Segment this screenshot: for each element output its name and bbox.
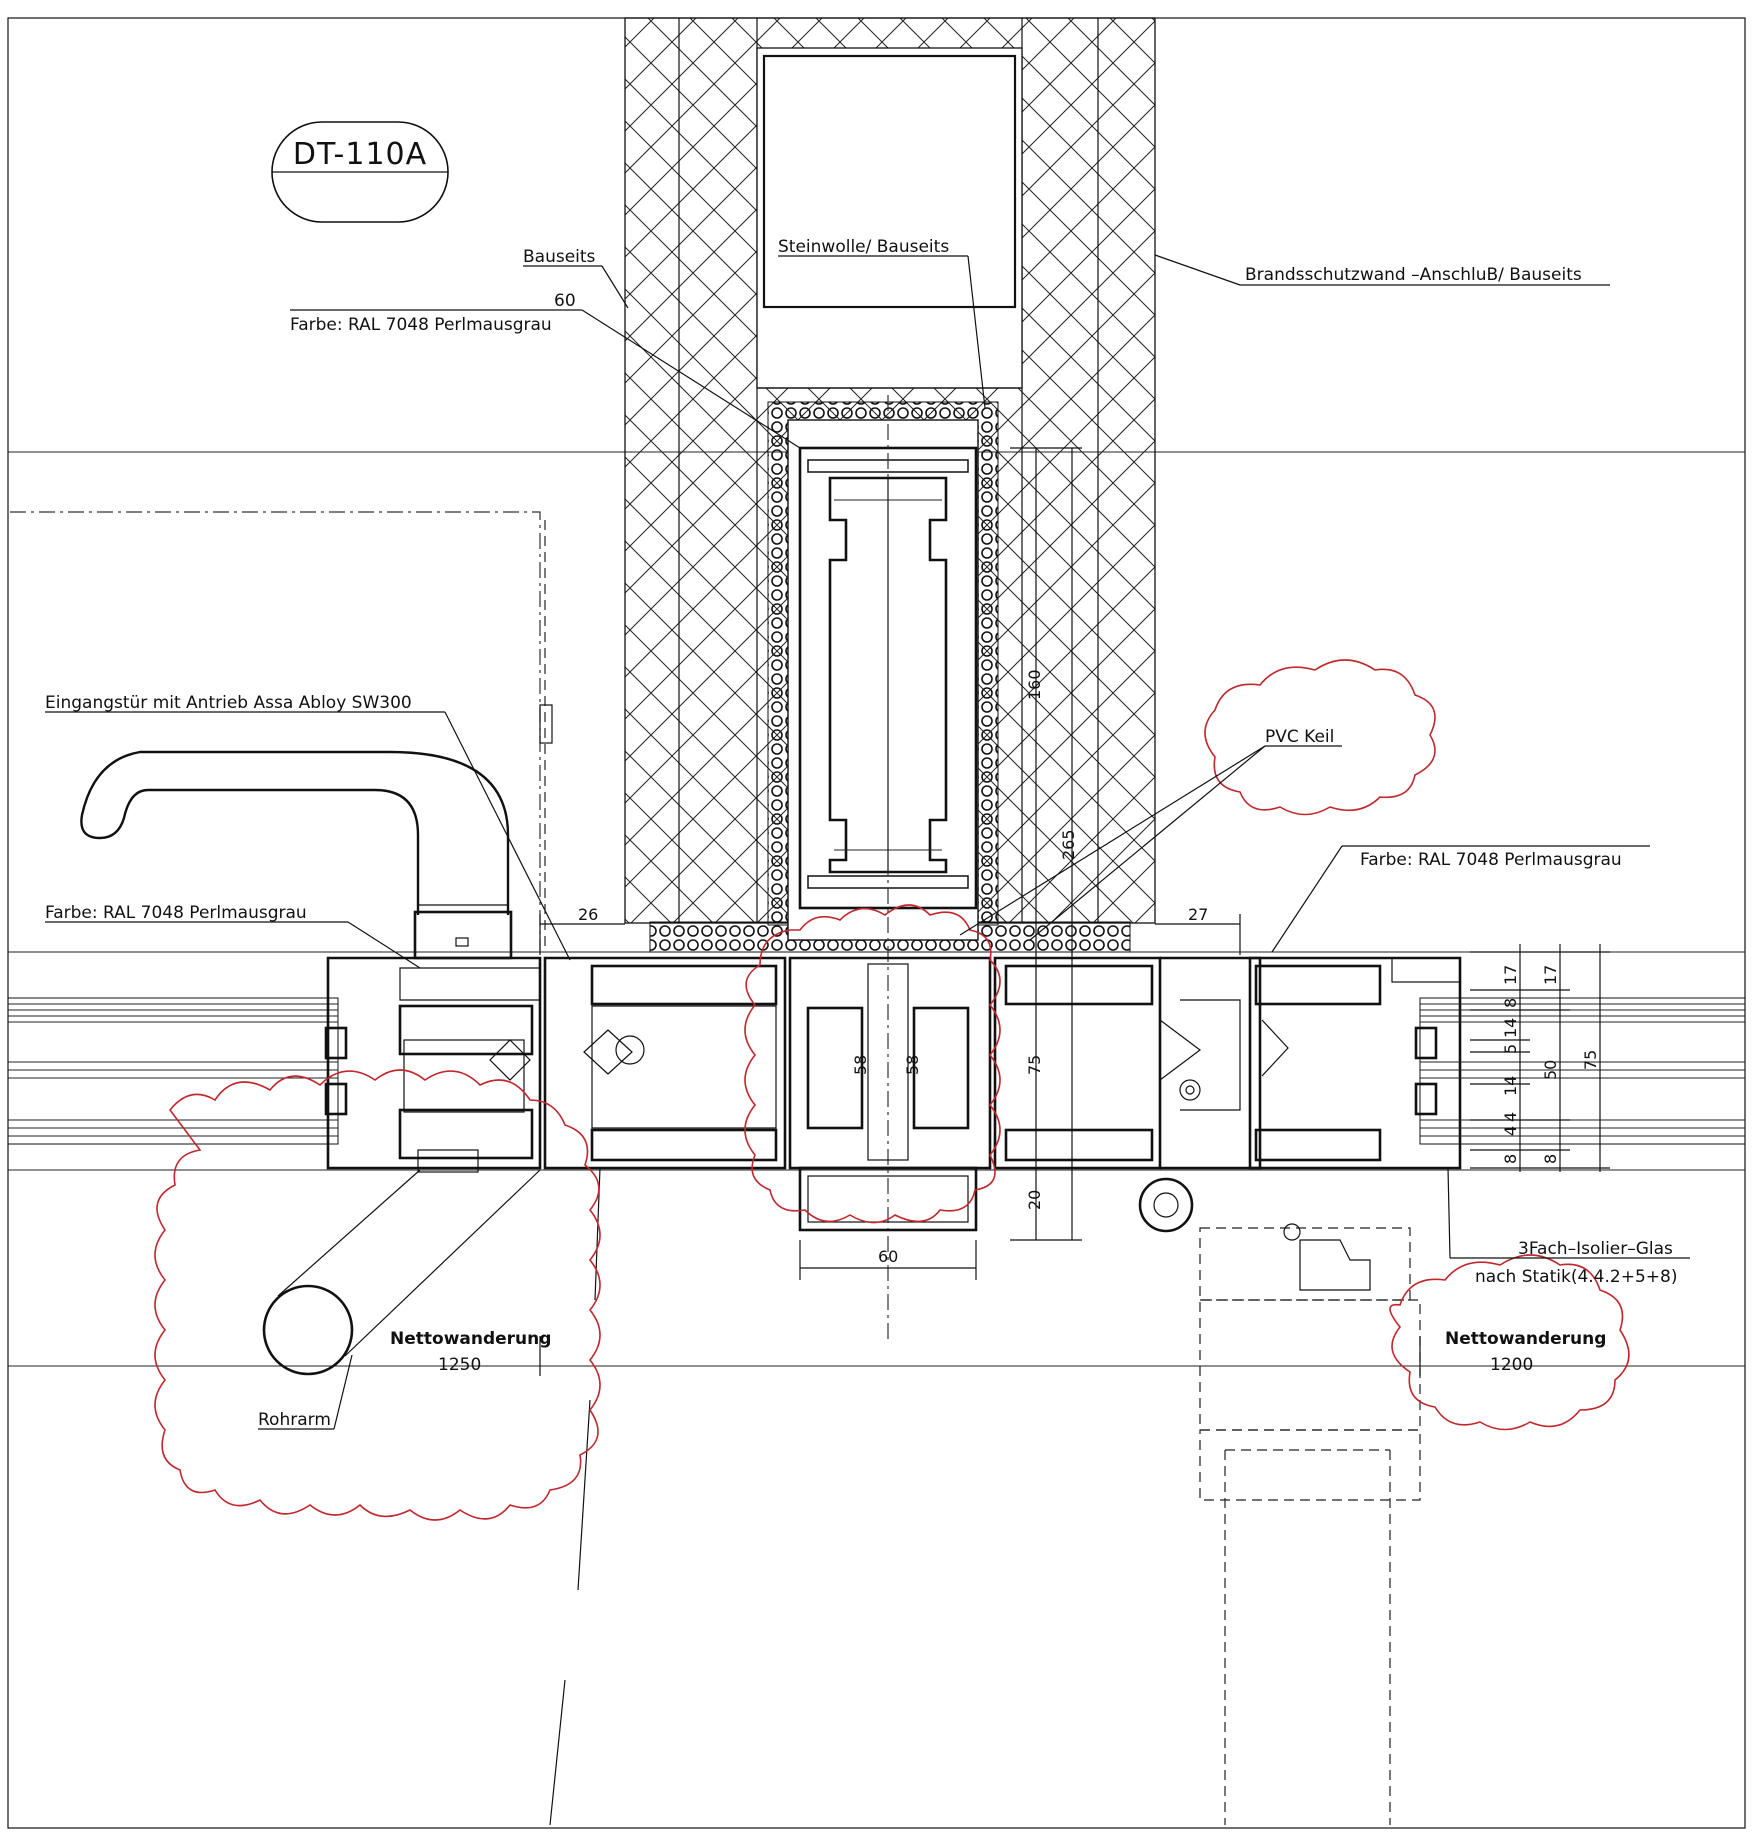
chain-4a: 4 — [1501, 1112, 1520, 1122]
label-sixty-top: 60 — [554, 291, 576, 311]
outer-17: 17 — [1541, 965, 1560, 985]
chain-14a: 14 — [1501, 1018, 1520, 1038]
drawing-id-badge: DT-110A — [271, 121, 449, 223]
right-door-open-position — [1138, 1177, 1421, 1825]
label-glas-1: 3Fach–Isolier–Glas — [1518, 1239, 1673, 1259]
chain-5: 5 — [1501, 1044, 1520, 1054]
dim-60-bottom: 60 — [878, 1247, 898, 1266]
label-brandschutz: Brandsschutzwand –AnschluB/ Bauseits — [1245, 265, 1582, 285]
annotation-brandschutz: Brandsschutzwand –AnschluB/ Bauseits — [1154, 254, 1610, 286]
drawing-id: DT-110A — [293, 137, 427, 172]
dim-58-left: 58 — [851, 1055, 870, 1075]
dimension-chain-right: 17 8 14 5 14 4 4 8 17 50 8 75 — [1470, 944, 1610, 1172]
dimension-60-bottom: 60 — [799, 1240, 977, 1280]
label-farbe-right: Farbe: RAL 7048 Perlmausgrau — [1360, 850, 1622, 870]
label-farbe-top: Farbe: RAL 7048 Perlmausgrau — [290, 315, 552, 335]
label-netto-right-value: 1200 — [1490, 1355, 1533, 1375]
outer-8: 8 — [1541, 1154, 1560, 1164]
label-farbe-left: Farbe: RAL 7048 Perlmausgrau — [45, 903, 307, 923]
annotation-eingangstuer: Eingangstür mit Antrieb Assa Abloy SW300 — [45, 693, 571, 961]
chain-8b: 8 — [1501, 1154, 1520, 1164]
annotation-netto-left: Nettowanderung 1250 — [390, 1329, 551, 1376]
label-rohrarm: Rohrarm — [258, 1410, 331, 1430]
label-netto-right-title: Nettowanderung — [1445, 1329, 1606, 1349]
door-swing-lines — [549, 1167, 601, 1826]
frame-profile-row — [7, 956, 1746, 1232]
dim-160: 160 — [1025, 669, 1044, 700]
label-pvc-keil: PVC Keil — [1265, 727, 1334, 747]
dimension-26: 26 — [539, 905, 625, 955]
revision-cloud-pvc — [1204, 659, 1436, 816]
door-leaf-profile — [326, 956, 542, 1173]
annotation-pvc-keil: PVC Keil — [959, 727, 1342, 941]
door-envelope-marks — [539, 520, 553, 950]
dimension-58-pair: 58 58 — [851, 1055, 922, 1075]
dimension-27: 27 — [1155, 905, 1241, 955]
annotation-bauseits: Bauseits 60 Farbe: RAL 7048 Perlmausgrau — [290, 247, 801, 449]
door-handle — [80, 750, 513, 960]
annotation-steinwolle: Steinwolle/ Bauseits — [778, 237, 986, 409]
label-netto-left-value: 1250 — [438, 1355, 481, 1375]
annotation-netto-right: Nettowanderung 1200 — [1419, 1329, 1606, 1376]
steel-tube — [762, 54, 1017, 309]
door-swing-envelope — [10, 511, 541, 950]
revision-cloud-left — [154, 1069, 601, 1521]
revision-cloud-center — [744, 904, 1001, 1224]
central-junction-profile — [788, 956, 992, 1232]
annotation-farbe-right: Farbe: RAL 7048 Perlmausgrau — [1271, 845, 1650, 953]
label-glas-2: nach Statik(4.4.2+5+8) — [1475, 1267, 1677, 1287]
label-eingangstuer: Eingangstür mit Antrieb Assa Abloy SW300 — [45, 693, 412, 713]
outer-50: 50 — [1541, 1060, 1560, 1080]
right-sash-profile — [1248, 956, 1462, 1170]
chain-14b: 14 — [1501, 1076, 1520, 1096]
left-frame-profile — [543, 956, 787, 1170]
fire-protection-wall — [624, 17, 1156, 924]
dim-27: 27 — [1188, 905, 1208, 924]
chain-4b: 4 — [1501, 1126, 1520, 1136]
annotation-farbe-left: Farbe: RAL 7048 Perlmausgrau — [45, 903, 421, 969]
chain-8a: 8 — [1501, 998, 1520, 1008]
chain-17: 17 — [1501, 965, 1520, 985]
label-steinwolle: Steinwolle/ Bauseits — [778, 237, 949, 257]
overall-75: 75 — [1581, 1050, 1600, 1070]
dim-26: 26 — [578, 905, 598, 924]
tube-arm — [262, 1169, 541, 1376]
dimension-vertical-160-265: 160 265 75 20 — [1010, 447, 1082, 1241]
label-netto-left-title: Nettowanderung — [390, 1329, 551, 1349]
dim-20: 20 — [1025, 1190, 1044, 1210]
label-bauseits: Bauseits — [523, 247, 596, 267]
revision-cloud-right — [1389, 1254, 1630, 1431]
dim-58-right: 58 — [903, 1055, 922, 1075]
annotation-glas: 3Fach–Isolier–Glas nach Statik(4.4.2+5+8… — [1447, 1167, 1690, 1287]
right-glazing — [1414, 997, 1746, 1145]
dim-265: 265 — [1059, 829, 1078, 860]
dim-75-mid: 75 — [1025, 1055, 1044, 1075]
left-glazing — [7, 997, 348, 1145]
annotation-rohrarm: Rohrarm — [258, 1354, 353, 1430]
